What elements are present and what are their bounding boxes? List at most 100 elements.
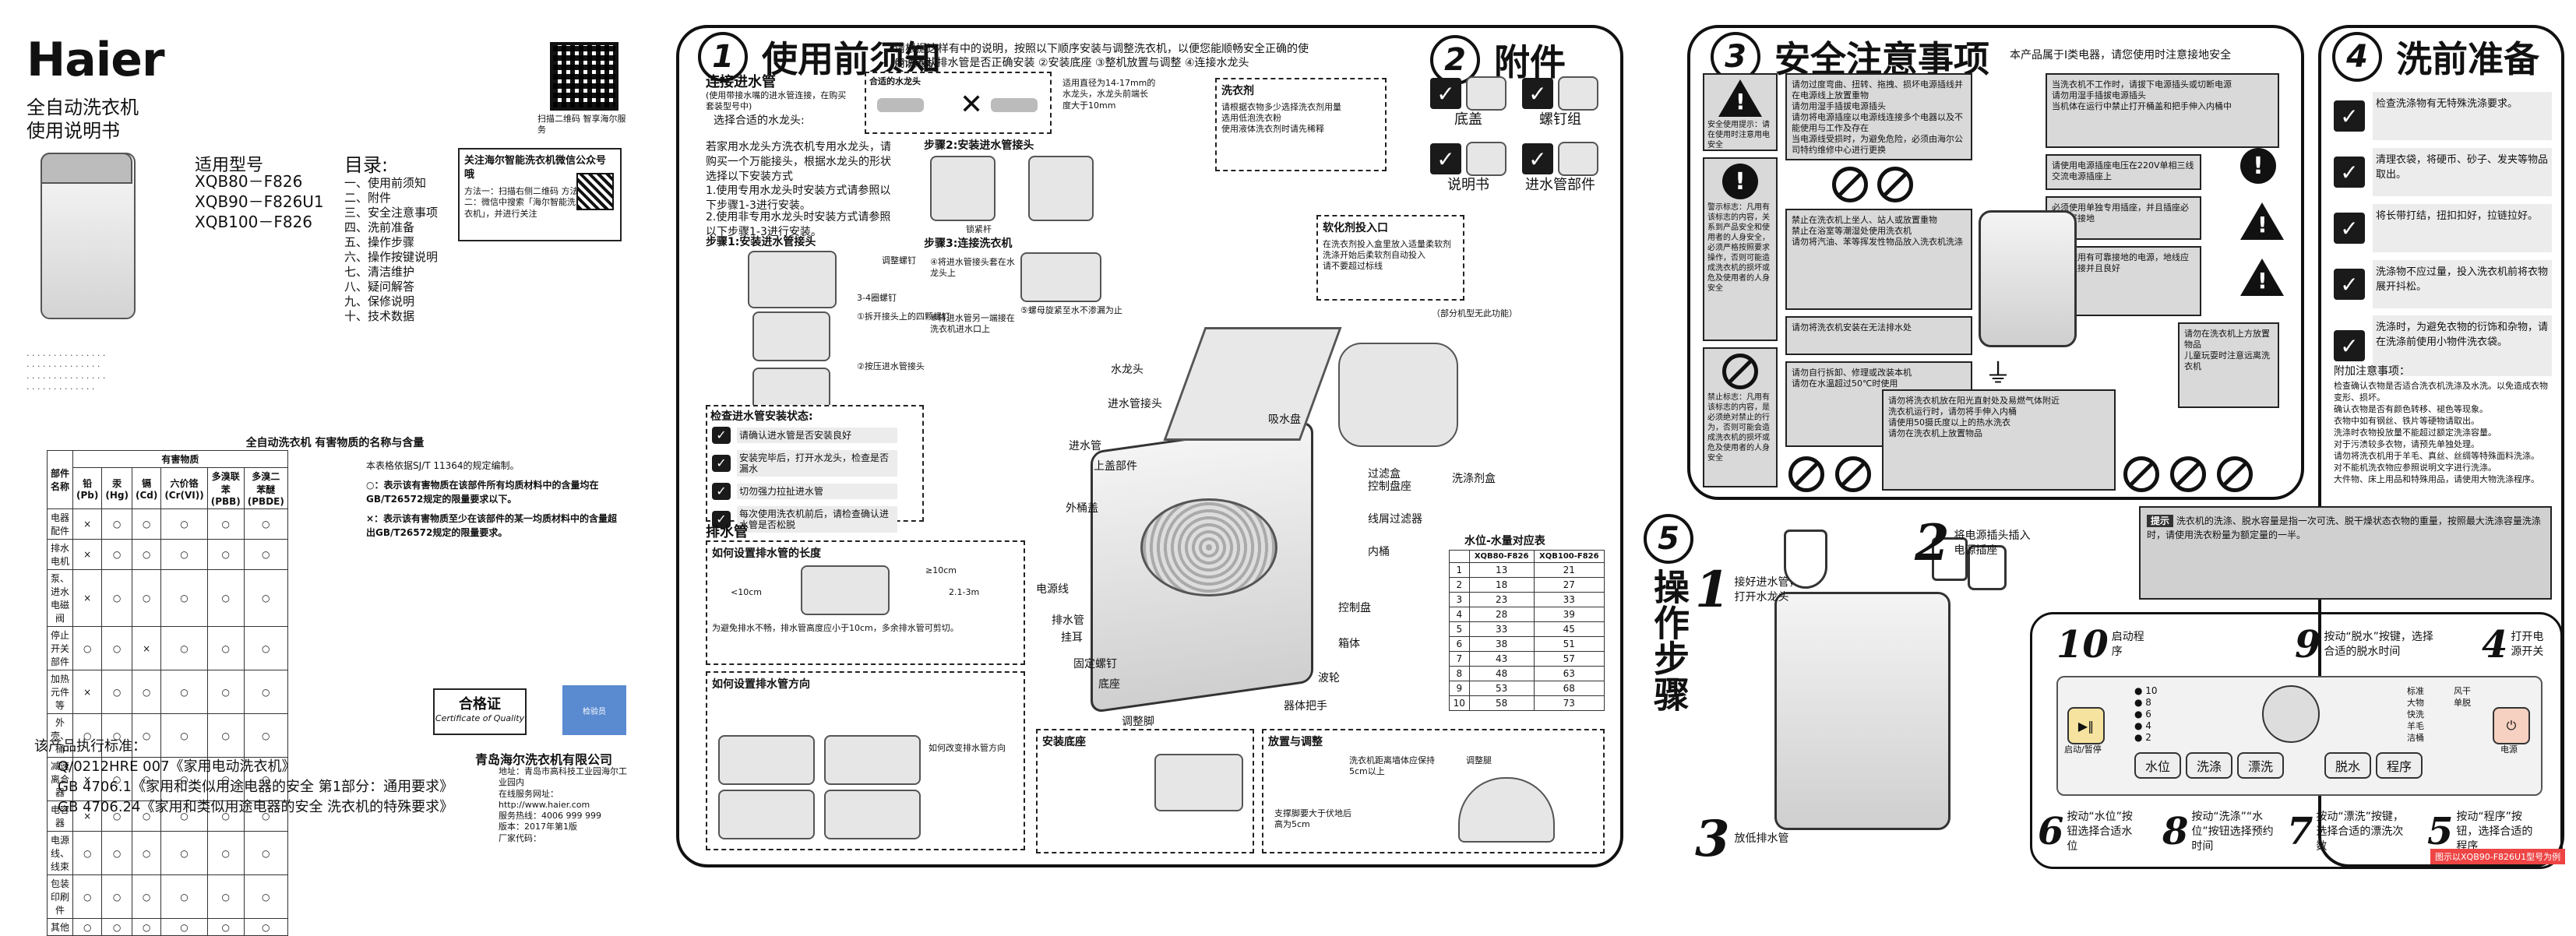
hazard-row-name: 电源线、线束 [46, 831, 74, 875]
standard-item: GB 4706.24《家用和类似用途电器的安全 洗衣机的特殊要求》 [58, 799, 454, 815]
program-item[interactable]: 风干 [2454, 686, 2471, 696]
hazard-note: 本表格依据SJ/T 11364的规定编制。 [366, 460, 520, 471]
table-row: 电容器×○○○○○ [46, 801, 288, 832]
table-row: 停止开关部件○○×○○○ [46, 626, 288, 670]
toc-item[interactable]: 一、使用前须知 [344, 176, 427, 190]
hazard-row-name: 其他 [46, 918, 74, 936]
section5-heading: 5 操作步骤 [1644, 514, 1693, 712]
water-level-button[interactable]: 水位 [2134, 752, 2181, 779]
toc-item[interactable]: 四、洗前准备 [344, 220, 415, 234]
step-text: 接好进水管，打开水龙头 [1734, 575, 1800, 603]
check-icon: ✓ [2334, 213, 2365, 244]
part-label: 底座 [1098, 678, 1120, 691]
socket-icon [1968, 545, 2007, 590]
model-item: XQB80－F826 [195, 172, 303, 191]
rinse-button[interactable]: 漂洗 [2237, 752, 2284, 779]
wash-button[interactable]: 洗涤 [2186, 752, 2232, 779]
table-row: 减速离合器×○○○○○ [46, 757, 288, 801]
standard-item: GB 4706.1《家用和类似用途电器的安全 第1部分：通用要求》 [58, 779, 454, 795]
table-row: 电器配件×○○○○○ [46, 508, 288, 540]
level-led: ● 6 [2134, 709, 2151, 720]
safety-legend-alert: ! 警示标志：凡用有该标志的内容，关系到产品安全和使用者的人身安全，必须严格按照… [1703, 157, 1778, 341]
company-hotline: 服务热线：4006 999 999 [499, 811, 601, 822]
step-number: 10 [2056, 623, 2109, 667]
choose-tap: 选择合适的水龙头: [714, 114, 805, 127]
spin-button[interactable]: 脱水 [2324, 752, 2371, 779]
section-number: 5 [1644, 514, 1693, 564]
method2: 2.使用非专用水龙头时安装方式请参照以下步骤1-3进行安装。 [706, 211, 891, 238]
tap-note: 适用直径为14-17mm的水龙头，水龙头前端长度大于10mm [1062, 78, 1156, 111]
part-label: 上盖部件 [1094, 460, 1137, 473]
safety-item: 禁止在浴室等潮湿处使用洗衣机 [1792, 226, 1912, 236]
prep-text: 清理衣袋，将硬币、砂子、发夹等物品取出。 [2373, 148, 2552, 196]
toc-item[interactable]: 三、安全注意事项 [344, 206, 439, 220]
company-website[interactable]: 在线服务网址：http://www.haier.com [499, 788, 590, 810]
part-label: 水龙头 [1111, 364, 1144, 376]
toc-item[interactable]: 五、操作步骤 [344, 235, 415, 249]
part-label: 波轮 [1318, 672, 1340, 684]
toc-item[interactable]: 七、清洁维护 [344, 265, 415, 279]
qr-code[interactable] [550, 42, 618, 111]
start-pause-button[interactable]: ▶‖ [2067, 707, 2105, 744]
part-label: 挂耳 [1061, 632, 1083, 644]
safety-item: 洗衣机运行时，请勿将手伸入内桶 [1888, 406, 2017, 417]
program-item[interactable]: 羊毛 [2407, 721, 2424, 731]
table-cell: 4 [1449, 607, 1470, 622]
toc-item[interactable]: 六、操作按键说明 [344, 250, 439, 264]
check-item: 请确认进水管是否安装良好 [737, 428, 897, 443]
prohibit-icon [1832, 167, 1868, 202]
program-item[interactable]: 大物 [2407, 698, 2424, 708]
drain-step-illustration [824, 735, 921, 785]
prep-item: ✓将长带打结，扭扣扣好，拉链拉好。 [2334, 202, 2552, 254]
tap-icon [1784, 530, 1827, 589]
toc-item[interactable]: 二、附件 [344, 191, 392, 205]
manual-icon [1466, 142, 1506, 177]
prohibit-icon [2217, 456, 2253, 492]
joint-illustration [752, 311, 830, 361]
hazard-table-title: 全自动洗衣机 有害物质的名称与含量 [245, 437, 425, 449]
program-item[interactable]: 洁桶 [2407, 733, 2424, 743]
safety-item: 请使用电源插座电压在220V单相三线交流电源插座上 [2052, 160, 2194, 181]
hazard-notes: 本表格依据SJ/T 11364的规定编制。 ○：表示该有害物质在该部件所有均质材… [366, 459, 623, 540]
prohibit-icon [1788, 456, 1824, 492]
prep-item: ✓洗涤物不应过量，投入洗衣机前将衣物展开抖松。 [2334, 259, 2552, 310]
program-button[interactable]: 程序 [2376, 752, 2423, 779]
power-button[interactable]: ⏻ [2493, 707, 2530, 744]
section-number: 4 [2332, 32, 2382, 82]
extra-item: 检查确认衣物是否适合洗衣机洗涤及水洗。以免造成衣物变形、损坏。 [2334, 381, 2548, 403]
drain-step-illustration [824, 790, 921, 839]
step-number: 2 [1915, 514, 1950, 572]
certificate-box: 合格证 Certificate of Quality [433, 688, 527, 735]
level-note: 洗衣机距离墙体应保持5cm以上 [1349, 755, 1435, 777]
table-row: 包装印刷件○○○○○○ [46, 874, 288, 919]
toc-item[interactable]: 八、疑问解答 [344, 280, 415, 294]
program-item[interactable]: 标准 [2407, 686, 2424, 696]
legend-text: 警示标志：凡用有该标志的内容，关系到产品安全和使用者的人身安全，必须严格按照要求… [1707, 203, 1770, 293]
drain-height-b: ≥10cm [925, 565, 957, 575]
table-row: 电源线、线束○○○○○○ [46, 831, 288, 875]
program-item[interactable]: 单脱 [2454, 698, 2471, 708]
check-icon: ✓ [712, 483, 731, 500]
step-text: 按动“漂洗”按键，选择合适的漂洗次数 [2316, 811, 2404, 853]
program-item[interactable]: 快洗 [2407, 709, 2424, 720]
step1-title: 步骤1:安装进水管接头 [706, 236, 816, 248]
part-label: 调整脚 [1122, 716, 1154, 728]
step-number: 5 [2427, 810, 2454, 854]
step-text: 启动程序 [2111, 631, 2144, 658]
step-number: 4 [2482, 623, 2508, 667]
hazard-row-name: 停止开关部件 [46, 626, 74, 670]
company-factory-code: 厂家代码： [499, 832, 541, 843]
table-cell: 51 [1533, 636, 1605, 652]
level-led: ● 2 [2134, 732, 2151, 743]
toc-item[interactable]: 十、技术数据 [344, 309, 415, 323]
toc-item[interactable]: 九、保修说明 [344, 294, 415, 308]
side-notes: · · · · · · · · · · · · · · ·· · · · · ·… [26, 350, 106, 394]
wechat-qr-code[interactable] [576, 173, 614, 210]
level-value: 8 [2145, 697, 2151, 708]
model-item: XQB90－F826U1 [195, 192, 324, 211]
